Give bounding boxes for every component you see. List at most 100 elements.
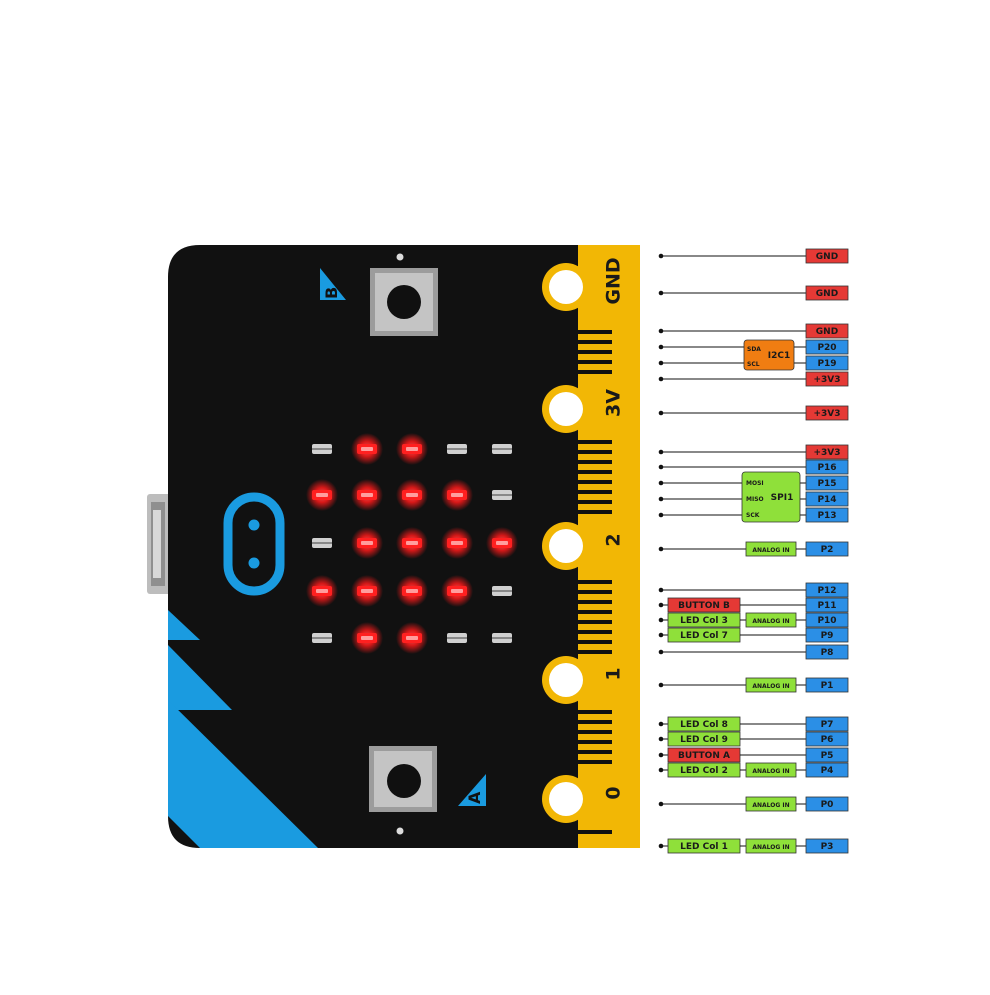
pin-p10: P10 <box>805 612 849 628</box>
button-a-cap[interactable] <box>387 764 421 798</box>
led-highlight <box>406 493 418 497</box>
led-highlight <box>361 636 373 640</box>
pin-p13-box <box>805 507 849 523</box>
led-highlight <box>406 589 418 593</box>
func-14-label: BUTTON B <box>678 601 730 611</box>
i2c-box <box>743 339 795 371</box>
analog-18-label: ANALOG IN <box>752 683 789 690</box>
edge-pad-hole <box>549 782 583 816</box>
pin-gnd-box <box>805 285 849 301</box>
pin-p15-label: P15 <box>817 479 836 489</box>
pin-p4-label: P4 <box>821 766 834 776</box>
pin-p9: P9 <box>805 627 849 643</box>
pin-gnd: GND <box>805 248 849 264</box>
edge-pad-hole <box>549 392 583 426</box>
pin-+3v3-label: +3V3 <box>813 375 840 385</box>
pin-p6-box <box>805 731 849 747</box>
led-highlight <box>406 447 418 451</box>
func-24: LED Col 1 <box>667 838 741 854</box>
pin-gnd-box <box>805 323 849 339</box>
pin-p20-label: P20 <box>817 343 836 353</box>
edge-pin-stripe <box>578 590 612 594</box>
edge-pin-stripe <box>578 650 612 654</box>
touch-logo-icon[interactable] <box>223 492 285 596</box>
button-b[interactable] <box>370 253 438 337</box>
pin-p7-box <box>805 716 849 732</box>
pin-p0-box <box>805 796 849 812</box>
pin-p8-label: P8 <box>821 648 834 658</box>
edge-connector <box>578 245 640 848</box>
func-21-label: BUTTON A <box>678 751 730 761</box>
func-24-label: LED Col 1 <box>680 842 728 852</box>
edge-pin-stripe <box>578 480 612 484</box>
led-off-stripe <box>312 448 332 450</box>
spi-box <box>741 471 801 523</box>
edge-pad-label: 0 <box>603 786 625 799</box>
edge-pin-stripe <box>578 730 612 734</box>
pin-p5-label: P5 <box>821 751 834 761</box>
func-22-label: LED Col 2 <box>680 766 728 776</box>
pin-p3-label: P3 <box>821 842 834 852</box>
led-highlight <box>361 447 373 451</box>
analog-24: ANALOG IN <box>745 838 797 854</box>
analog-18: ANALOG IN <box>745 677 797 693</box>
led-off-stripe <box>312 637 332 639</box>
button-b-marker: B <box>320 268 346 300</box>
pin-p3-box <box>805 838 849 854</box>
led-off-stripe <box>492 494 512 496</box>
edge-pin-stripe <box>578 450 612 454</box>
pin-p20: P20 <box>805 339 849 355</box>
button-a[interactable] <box>369 746 437 835</box>
pin-p1: P1 <box>805 677 849 693</box>
button-b-label: B <box>322 287 341 299</box>
edge-pad-hole <box>549 529 583 563</box>
pin-p20-box <box>805 339 849 355</box>
pin-p2: P2 <box>805 541 849 557</box>
led-highlight <box>361 589 373 593</box>
edge-pin-stripe <box>578 640 612 644</box>
pin-+3v3-box <box>805 405 849 421</box>
button-b-cap[interactable] <box>387 285 421 319</box>
pin-p5-box <box>805 747 849 763</box>
edge-pad-3v: 3V <box>542 385 625 433</box>
pin-+3v3-box <box>805 371 849 387</box>
analog-12-label: ANALOG IN <box>752 547 789 554</box>
edge-pin-stripe <box>578 360 612 364</box>
led-off-stripe <box>447 637 467 639</box>
pin-p9-label: P9 <box>821 631 834 641</box>
edge-pin-stripe <box>578 600 612 604</box>
pin-p4-box <box>805 762 849 778</box>
led-highlight <box>451 493 463 497</box>
led-highlight <box>316 493 328 497</box>
pin-p5: P5 <box>805 747 849 763</box>
pin-p2-label: P2 <box>821 545 834 555</box>
led-matrix <box>306 433 518 654</box>
func-19-label: LED Col 8 <box>680 720 728 730</box>
pin-p9-box <box>805 627 849 643</box>
led-off-stripe <box>312 542 332 544</box>
edge-pin-stripe <box>578 490 612 494</box>
edge-pad-1: 1 <box>542 656 625 704</box>
pin-p0: P0 <box>805 796 849 812</box>
led-off-stripe <box>492 637 512 639</box>
pin-p16-label: P16 <box>817 463 836 473</box>
pin-p4: P4 <box>805 762 849 778</box>
pin-p6-label: P6 <box>821 735 834 745</box>
usb-connector <box>147 494 171 594</box>
edge-pin-stripe <box>578 350 612 354</box>
edge-pad-label: GND <box>603 257 625 304</box>
edge-pin-stripe <box>578 460 612 464</box>
pin-p12-label: P12 <box>817 586 836 596</box>
func-21: BUTTON A <box>667 747 741 763</box>
led-highlight <box>361 541 373 545</box>
pin-p15: P15 <box>805 475 849 491</box>
func-15: LED Col 3 <box>667 612 741 628</box>
pin-p14-label: P14 <box>817 495 836 505</box>
i2c-sda-label: SDA <box>747 346 761 353</box>
edge-pin-stripe <box>578 500 612 504</box>
led-highlight <box>451 589 463 593</box>
func-14: BUTTON B <box>667 597 741 613</box>
pin-p7-label: P7 <box>821 720 834 730</box>
